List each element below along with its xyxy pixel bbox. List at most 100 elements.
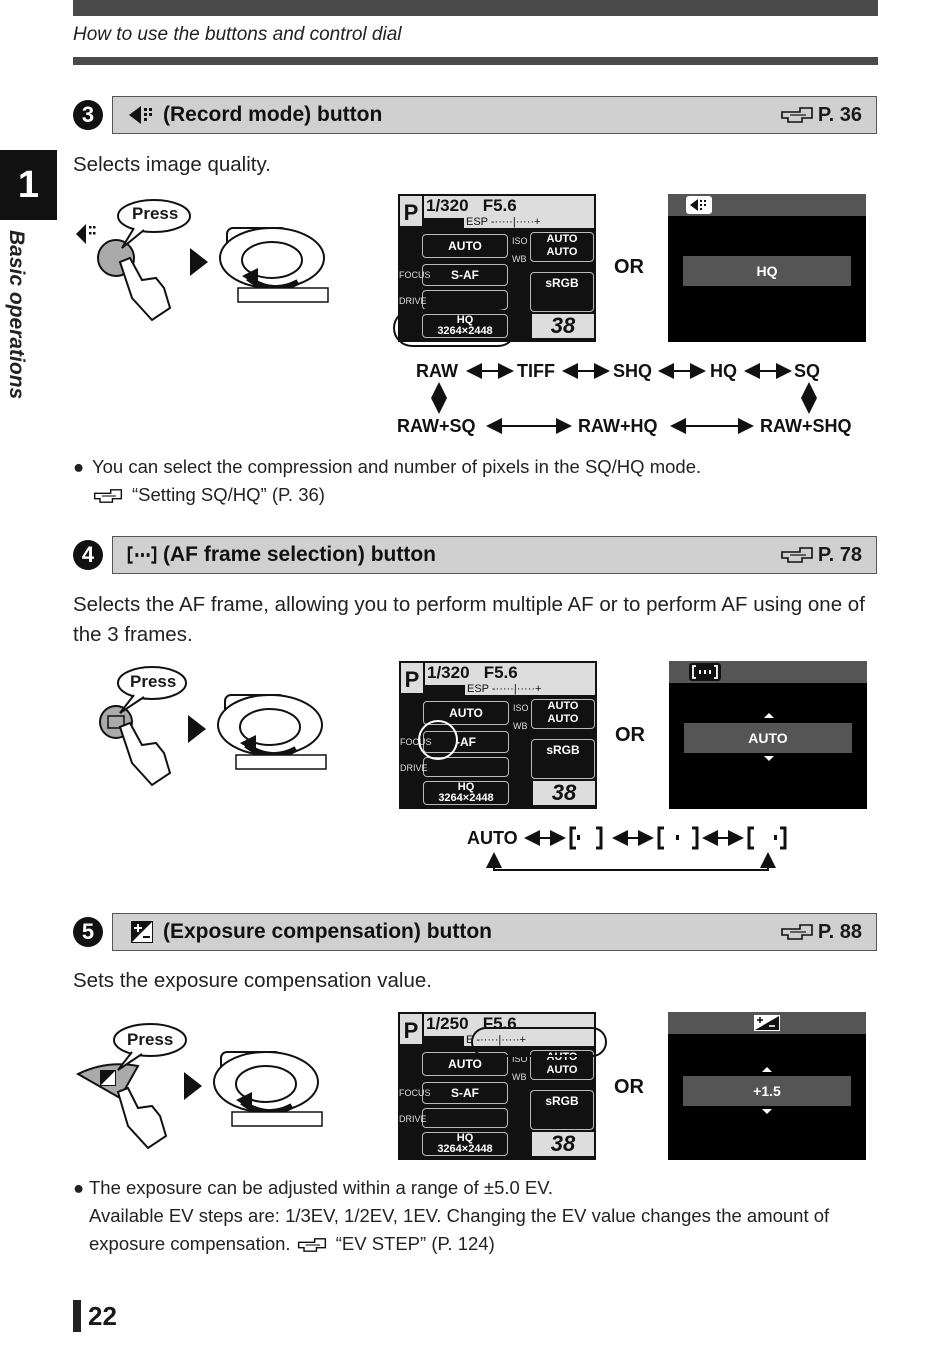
section-description: Selects image quality. xyxy=(73,153,271,176)
down-arrow-icon xyxy=(764,756,774,761)
header-bar xyxy=(73,0,878,16)
down-arrow-icon xyxy=(762,1109,772,1114)
iso-label: ISO xyxy=(513,703,529,713)
mode-indicator: P xyxy=(401,663,423,693)
pointing-hand-icon xyxy=(92,488,124,504)
note-text: exposure compensation. xyxy=(89,1233,291,1254)
section-header: (Exposure compensation) button P. 88 xyxy=(112,913,877,951)
or-label: OR xyxy=(615,724,645,746)
section-description: Sets the exposure compensation value. xyxy=(73,969,432,992)
wb-label: WB xyxy=(512,1072,527,1082)
menu-title-bar xyxy=(668,194,866,216)
drive-cell xyxy=(423,757,509,777)
metering-scale: E -·····|·····+ xyxy=(464,1034,594,1046)
highlight-circle xyxy=(471,1027,607,1057)
up-arrow-icon xyxy=(764,713,774,718)
flow-item: HQ xyxy=(710,361,737,381)
note-text: Available EV steps are: 1/3EV, 1/2EV, 1E… xyxy=(89,1205,830,1226)
metering-scale: ESP -·····|·····+ xyxy=(465,683,595,695)
flow-item: RAW xyxy=(416,361,458,381)
control-panel-screen: P 1/320 F5.6 ESP -·····|·····+ AUTO S-AF… xyxy=(398,194,596,342)
af-frame-icon xyxy=(689,663,721,681)
menu-value[interactable]: AUTO xyxy=(684,723,852,753)
highlight-circle xyxy=(418,720,458,760)
up-arrow-icon xyxy=(762,1067,772,1072)
pointing-hand-icon xyxy=(781,107,813,123)
chapter-label-container: Basic operations xyxy=(5,230,58,410)
flow-item: RAW+SHQ xyxy=(760,416,852,436)
color-space-cell: sRGB xyxy=(531,739,595,779)
remaining-shots: 38 xyxy=(532,314,594,338)
af-frame-icon xyxy=(127,543,157,567)
section-description: Selects the AF frame, allowing you to pe… xyxy=(73,593,865,646)
press-label: Press xyxy=(132,204,179,223)
or-label: OR xyxy=(614,1076,644,1098)
flow-item: RAW+HQ xyxy=(578,416,658,436)
iso-label: ISO xyxy=(512,1054,528,1064)
af-cell: -AF xyxy=(423,731,509,753)
section-header: (Record mode) button P. 36 xyxy=(112,96,877,134)
flow-item: SHQ xyxy=(613,361,653,381)
press-label: Press xyxy=(130,672,177,691)
mode-indicator: P xyxy=(400,196,422,226)
running-header: How to use the buttons and control dial xyxy=(73,24,402,45)
exposure-compensation-icon xyxy=(754,1015,780,1031)
menu-screen: AUTO xyxy=(669,661,867,809)
button-press-illustration xyxy=(99,666,327,787)
drive-cell xyxy=(422,290,508,310)
header-rule xyxy=(73,57,878,65)
page-reference-label: P. 78 xyxy=(817,543,862,566)
remaining-shots: 38 xyxy=(532,1132,594,1156)
metering-scale: ESP -·····|·····+ xyxy=(464,216,594,228)
button-press-illustration xyxy=(76,1023,323,1150)
note-reference[interactable]: “Setting SQ/HQ” (P. 36) xyxy=(132,484,325,505)
or-label: OR xyxy=(614,256,644,278)
page-number: 22 xyxy=(73,1300,117,1332)
bullet: ● xyxy=(73,456,85,477)
drive-cell xyxy=(422,1108,508,1128)
chapter-tab: 1 xyxy=(0,150,57,220)
remaining-shots: 38 xyxy=(533,781,595,805)
record-mode-icon xyxy=(127,103,157,127)
iso-label: ISO xyxy=(512,236,528,246)
pointing-hand-icon xyxy=(296,1237,328,1253)
page-reference-label: P. 88 xyxy=(817,920,862,943)
menu-screen: +1.5 xyxy=(668,1012,866,1160)
mode-indicator: P xyxy=(400,1014,422,1044)
drive-label: DRIVE xyxy=(399,1114,427,1124)
flow-item: RAW+SQ xyxy=(397,416,476,436)
af-cell: S-AF xyxy=(422,264,508,286)
color-space-cell: sRGB xyxy=(530,272,594,312)
button-press-illustration xyxy=(76,199,329,322)
section-number: 3 xyxy=(73,100,103,130)
quality-cycle-diagram xyxy=(431,363,817,434)
record-mode-icon xyxy=(686,196,712,214)
wb-label: WB xyxy=(512,254,527,264)
page-reference[interactable]: P. 36 xyxy=(780,104,862,127)
control-panel-screen: P 1/250 F5.6 E -·····|·····+ AUTO S-AF H… xyxy=(398,1012,596,1160)
color-space-cell: sRGB xyxy=(530,1090,594,1130)
exposure-readout: 1/320 F5.6 xyxy=(425,663,595,685)
pointing-hand-icon xyxy=(781,547,813,563)
section-header: (AF frame selection) button P. 78 xyxy=(112,536,877,574)
section-title: (Record mode) button xyxy=(163,103,383,126)
flow-item: AUTO xyxy=(467,828,518,848)
section-number: 5 xyxy=(73,917,103,947)
page-reference[interactable]: P. 88 xyxy=(780,921,862,944)
note: ● You can select the compression and num… xyxy=(73,453,873,509)
menu-value[interactable]: +1.5 xyxy=(683,1076,851,1106)
drive-label: DRIVE xyxy=(400,763,428,773)
focus-label: FOCUS xyxy=(399,1088,431,1098)
menu-value[interactable]: HQ xyxy=(683,256,851,286)
af-frame-cycle-diagram xyxy=(486,826,787,871)
page-reference[interactable]: P. 78 xyxy=(780,544,862,567)
section-number: 4 xyxy=(73,540,103,570)
wb-label: WB xyxy=(513,721,528,731)
control-panel-screen: P 1/320 F5.6 ESP -·····|·····+ AUTO -AF … xyxy=(399,661,597,809)
bullet: ● xyxy=(73,1177,85,1198)
note-reference[interactable]: “EV STEP” (P. 124) xyxy=(335,1233,495,1254)
note-text: You can select the compression and numbe… xyxy=(92,456,702,477)
